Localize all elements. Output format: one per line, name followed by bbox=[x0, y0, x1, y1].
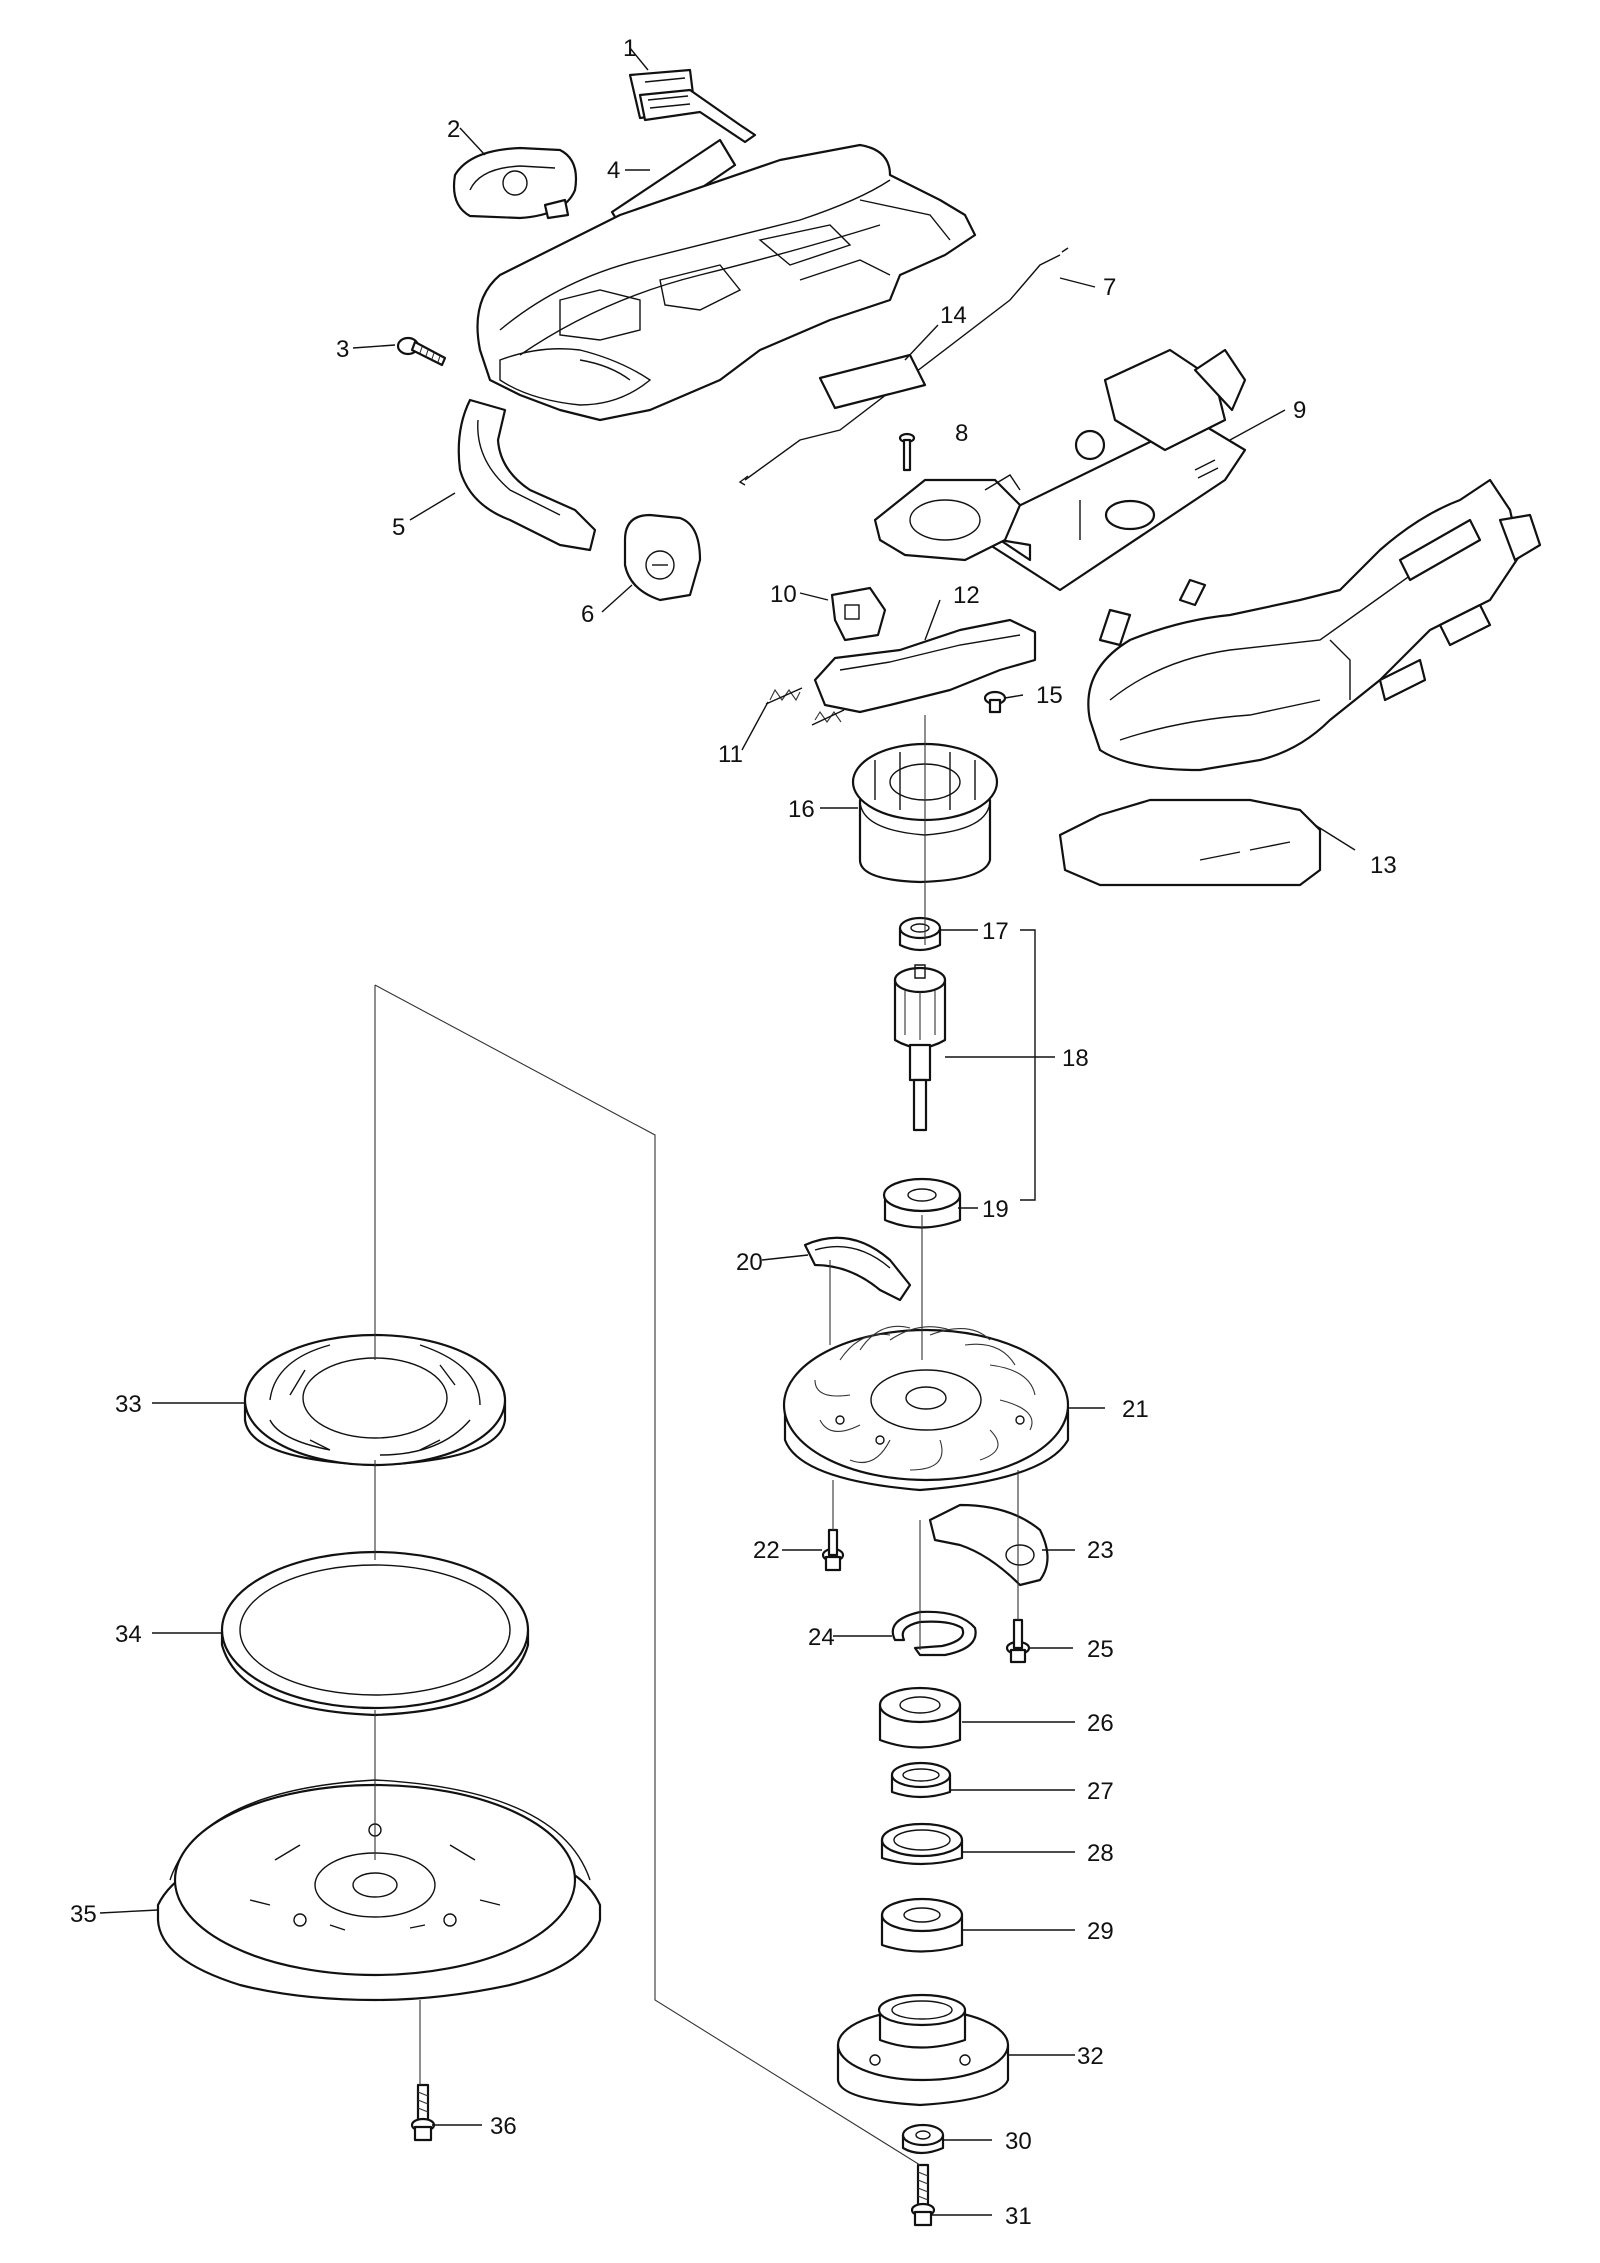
part-19-bearing bbox=[882, 1177, 962, 1229]
part-10-block bbox=[830, 586, 887, 642]
part-20-counterweight bbox=[803, 1236, 912, 1302]
callout-2: 2 bbox=[447, 116, 460, 143]
callout-labels: 1 2 3 4 5 6 7 8 9 10 11 12 13 14 15 16 1… bbox=[70, 35, 1397, 2230]
callout-26: 26 bbox=[1087, 1710, 1114, 1737]
callout-8: 8 bbox=[955, 420, 968, 447]
part-30-washer bbox=[901, 2123, 945, 2155]
callout-25: 25 bbox=[1087, 1636, 1114, 1663]
part-23-counterweight bbox=[928, 1503, 1049, 1587]
part-9-controller-board bbox=[988, 348, 1247, 592]
callout-11: 11 bbox=[718, 741, 743, 768]
callout-7: 7 bbox=[1103, 274, 1116, 301]
part-17-bearing bbox=[898, 916, 942, 952]
part-25-screw bbox=[1005, 1618, 1031, 1664]
part-2-button-cap bbox=[452, 146, 578, 220]
callout-17: 17 bbox=[982, 918, 1009, 945]
part-14-label bbox=[818, 353, 927, 410]
callout-22: 22 bbox=[753, 1537, 780, 1564]
callout-30: 30 bbox=[1005, 2128, 1032, 2155]
callout-36: 36 bbox=[490, 2113, 517, 2140]
callout-4: 4 bbox=[607, 157, 620, 184]
part-22-screw bbox=[821, 1528, 845, 1572]
part-32-hub bbox=[836, 1993, 1010, 2107]
callout-16: 16 bbox=[788, 796, 815, 823]
leader-lines bbox=[99, 47, 1356, 2216]
callout-19: 19 bbox=[982, 1196, 1009, 1223]
callout-23: 23 bbox=[1087, 1537, 1114, 1564]
part-24-circlip bbox=[891, 1610, 977, 1657]
callout-9: 9 bbox=[1293, 397, 1306, 424]
callout-35: 35 bbox=[70, 1901, 97, 1928]
part-15-screw bbox=[983, 690, 1007, 714]
part-36-screw bbox=[410, 2083, 436, 2142]
part-28-ring bbox=[880, 1822, 964, 1866]
part-5-housing-shell bbox=[457, 398, 597, 552]
callout-24: 24 bbox=[808, 1624, 835, 1651]
callout-20: 20 bbox=[736, 1249, 763, 1276]
part-7-rod bbox=[744, 247, 1069, 481]
part-26-bearing bbox=[878, 1686, 962, 1749]
callout-15: 15 bbox=[1036, 682, 1063, 709]
callout-5: 5 bbox=[392, 514, 405, 541]
part-18-armature bbox=[893, 964, 947, 1132]
assembly-lines bbox=[374, 715, 1019, 2166]
callout-12: 12 bbox=[953, 582, 980, 609]
callout-21: 21 bbox=[1122, 1396, 1149, 1423]
callout-18: 18 bbox=[1062, 1045, 1089, 1072]
part-6-cover bbox=[623, 513, 702, 602]
part-21-fan bbox=[782, 1325, 1070, 1492]
part-8-screw bbox=[898, 432, 916, 472]
part-29-bearing bbox=[880, 1897, 964, 1953]
part-34-ring bbox=[220, 1550, 530, 1717]
callout-13: 13 bbox=[1370, 852, 1397, 879]
part-3-screw bbox=[396, 336, 447, 367]
callout-10: 10 bbox=[770, 581, 797, 608]
callout-14: 14 bbox=[940, 302, 967, 329]
part-12-bracket bbox=[813, 618, 1037, 714]
part-13-assembled-sander bbox=[1058, 478, 1542, 887]
part-27-ring bbox=[890, 1761, 952, 1799]
callout-34: 34 bbox=[115, 1621, 142, 1648]
part-11-springs bbox=[765, 687, 845, 726]
callout-6: 6 bbox=[581, 601, 594, 628]
part-35-sanding-pad bbox=[156, 1779, 602, 2002]
callout-29: 29 bbox=[1087, 1918, 1114, 1945]
callout-33: 33 bbox=[115, 1391, 142, 1418]
motor-bracket-plate bbox=[873, 474, 1022, 562]
callout-27: 27 bbox=[1087, 1778, 1114, 1805]
part-7-rod-double bbox=[738, 475, 749, 486]
callout-28: 28 bbox=[1087, 1840, 1114, 1867]
part-31-screw bbox=[910, 2163, 936, 2227]
callout-1: 1 bbox=[623, 35, 636, 62]
part-1-clip bbox=[628, 68, 757, 144]
housing-upper bbox=[476, 143, 977, 422]
callout-32: 32 bbox=[1077, 2043, 1104, 2070]
callout-3: 3 bbox=[336, 336, 349, 363]
callout-31: 31 bbox=[1005, 2203, 1032, 2230]
